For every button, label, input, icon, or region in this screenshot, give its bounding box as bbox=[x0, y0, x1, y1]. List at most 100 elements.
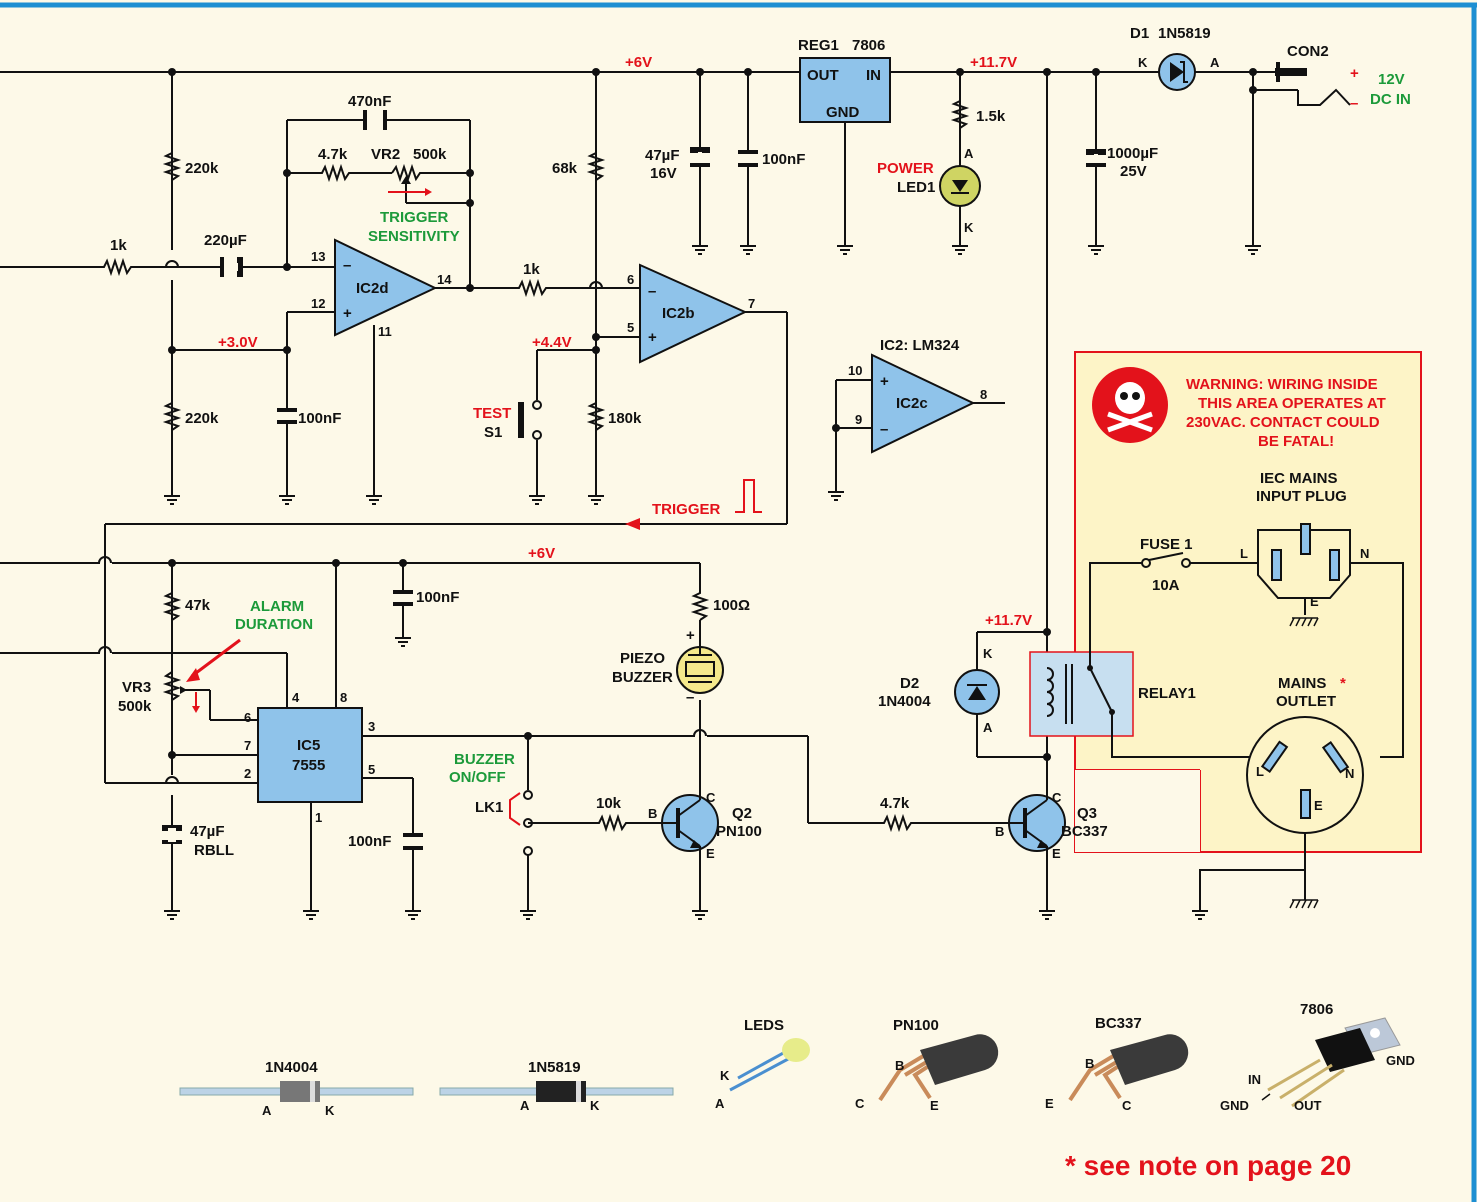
svg-text:+: + bbox=[343, 305, 352, 322]
c47u-b: 47µF bbox=[190, 823, 225, 840]
part-7806-gnd-left: GND bbox=[1220, 1098, 1249, 1113]
led-a: A bbox=[964, 146, 974, 161]
c100n-b: 100nF bbox=[416, 589, 459, 606]
part-bc337: BC337 bbox=[1095, 1015, 1142, 1032]
outlet-e: E bbox=[1314, 798, 1323, 813]
c47u-v: 16V bbox=[650, 165, 677, 182]
svg-text:+: + bbox=[686, 627, 695, 644]
rail-6v-top: +6V bbox=[625, 54, 652, 71]
part-7806-gnd-right: GND bbox=[1386, 1053, 1415, 1068]
ic5-p1: 1 bbox=[315, 810, 322, 825]
warning-line4: BE FATAL! bbox=[1258, 433, 1334, 450]
fuse-rating: 10A bbox=[1152, 577, 1180, 594]
warning-line3: 230VAC. CONTACT COULD bbox=[1186, 414, 1380, 431]
r1-5k-label: 1.5k bbox=[976, 108, 1006, 125]
regulator-7806 bbox=[799, 57, 891, 123]
ic2d-name: IC2d bbox=[356, 280, 389, 297]
reg1-part: 7806 bbox=[852, 37, 885, 54]
capacitors bbox=[162, 110, 1106, 850]
fuse-label: FUSE 1 bbox=[1140, 536, 1193, 553]
ic5-7555 bbox=[257, 707, 363, 803]
warning-line1: WARNING: WIRING INSIDE bbox=[1186, 376, 1378, 393]
iec-n: N bbox=[1360, 546, 1369, 561]
part-1n5819-k: K bbox=[590, 1098, 600, 1113]
regulator-7806-part bbox=[1267, 1017, 1401, 1108]
r1k-b: 1k bbox=[523, 261, 540, 278]
d2-part: 1N4004 bbox=[878, 693, 931, 710]
part-1n5819: 1N5819 bbox=[528, 1059, 581, 1076]
ic2b-opamp bbox=[639, 263, 748, 364]
con2-label1: 12V bbox=[1378, 71, 1405, 88]
mains-label2: OUTLET bbox=[1276, 693, 1336, 710]
relay1 bbox=[1029, 651, 1134, 737]
outlet-l: L bbox=[1256, 764, 1264, 779]
led-part bbox=[729, 1038, 810, 1092]
rail-30v: +3.0V bbox=[218, 334, 258, 351]
warning-line2: THIS AREA OPERATES AT bbox=[1198, 395, 1386, 412]
rail-44v: +4.4V bbox=[532, 334, 572, 351]
pin13: 13 bbox=[311, 249, 325, 264]
vr2-value: 500k bbox=[413, 146, 447, 163]
vr2-ref: VR2 bbox=[371, 146, 400, 163]
con2-plus: + bbox=[1350, 65, 1359, 82]
q3-c: C bbox=[1052, 790, 1062, 805]
part-pn100-e: E bbox=[930, 1098, 939, 1113]
ic2b-name: IC2b bbox=[662, 305, 695, 322]
relay-label: RELAY1 bbox=[1138, 685, 1196, 702]
vr3-value: 500k bbox=[118, 698, 152, 715]
part-1n4004-a: A bbox=[262, 1103, 272, 1118]
q2-part: PN100 bbox=[716, 823, 762, 840]
r47k: 47k bbox=[185, 597, 211, 614]
ic5-part: 7555 bbox=[292, 757, 325, 774]
part-bc337-b: B bbox=[1085, 1056, 1094, 1071]
con2-minus: – bbox=[1350, 95, 1358, 112]
r100: 100Ω bbox=[713, 597, 750, 614]
mains-label1: MAINS bbox=[1278, 675, 1326, 692]
pin11: 11 bbox=[378, 324, 392, 339]
q2-b: B bbox=[648, 806, 657, 821]
iec-label2: INPUT PLUG bbox=[1256, 488, 1347, 505]
d2-ref: D2 bbox=[900, 675, 919, 692]
d1-ref: D1 bbox=[1130, 25, 1149, 42]
vr2-label2: SENSITIVITY bbox=[368, 228, 460, 245]
con2-ref: CON2 bbox=[1287, 43, 1329, 60]
q3-part: BC337 bbox=[1061, 823, 1108, 840]
mains-star: * bbox=[1340, 675, 1346, 692]
test-switch bbox=[518, 402, 524, 438]
part-1n4004-k: K bbox=[325, 1103, 335, 1118]
part-leds-k: K bbox=[720, 1068, 730, 1083]
svg-text:+: + bbox=[880, 373, 889, 390]
c220u-label: 220µF bbox=[204, 232, 247, 249]
dc-jack bbox=[1275, 68, 1307, 76]
r4-7k-b: 4.7k bbox=[880, 795, 910, 812]
part-leds: LEDS bbox=[744, 1017, 784, 1034]
q3-b: B bbox=[995, 824, 1004, 839]
d1-part: 1N5819 bbox=[1158, 25, 1211, 42]
r68k: 68k bbox=[552, 160, 578, 177]
svg-text:–: – bbox=[648, 283, 656, 300]
ic5-p4: 4 bbox=[292, 690, 300, 705]
pin9: 9 bbox=[855, 412, 862, 427]
r4-7k-a: 4.7k bbox=[318, 146, 348, 163]
vr3-ref: VR3 bbox=[122, 679, 151, 696]
led-label1: POWER bbox=[877, 160, 934, 177]
pin7: 7 bbox=[748, 296, 755, 311]
c100n-top: 100nF bbox=[762, 151, 805, 168]
part-7806: 7806 bbox=[1300, 1001, 1333, 1018]
buzzer-label2: BUZZER bbox=[612, 669, 673, 686]
svg-text:–: – bbox=[343, 257, 351, 274]
ic2-label: IC2: LM324 bbox=[880, 337, 960, 354]
pn100-part bbox=[878, 1034, 999, 1102]
q2-c: C bbox=[706, 790, 716, 805]
c47u-b-type: RBLL bbox=[194, 842, 234, 859]
d1-a: A bbox=[1210, 55, 1220, 70]
part-bc337-c: C bbox=[1122, 1098, 1132, 1113]
c470n-label: 470nF bbox=[348, 93, 391, 110]
vr3-label2: DURATION bbox=[235, 616, 313, 633]
part-1n5819-a: A bbox=[520, 1098, 530, 1113]
d1-k: K bbox=[1138, 55, 1148, 70]
lk1-label2: ON/OFF bbox=[449, 769, 506, 786]
r220k-a: 220k bbox=[185, 160, 219, 177]
bc337-part bbox=[1068, 1034, 1189, 1102]
c1000u-v: 25V bbox=[1120, 163, 1147, 180]
